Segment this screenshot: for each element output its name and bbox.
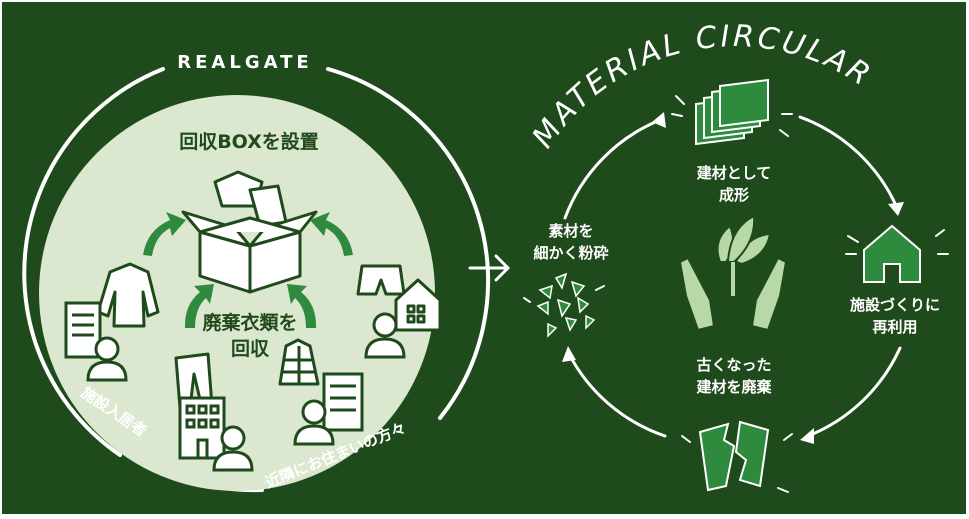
person-icon	[212, 425, 254, 472]
step-discard-line1: 古くなった	[696, 356, 771, 374]
arrow-icon	[468, 254, 510, 282]
jacket-icon	[278, 338, 320, 386]
realgate-section: REALGATE 回収BOXを設置 廃棄衣類を 回収	[22, 52, 491, 493]
collect-label-line1: 廃棄衣類を	[202, 311, 297, 334]
step-form-line2: 成形	[719, 186, 749, 204]
collect-label-line2: 回収	[231, 338, 270, 360]
step-discard-line2: 建材を廃棄	[696, 378, 772, 396]
broken-board-icon	[681, 420, 793, 493]
arrow-icon	[562, 112, 904, 444]
person-icon	[293, 399, 335, 446]
person-icon	[364, 312, 406, 359]
step-build-line2: 再利用	[872, 318, 917, 336]
box-of-clothes-icon	[181, 170, 318, 294]
step-build-line1: 施設づくりに	[850, 296, 940, 314]
crushed-pieces-icon	[523, 272, 605, 338]
arrow-icon	[143, 212, 353, 328]
outer-ring	[22, 67, 165, 457]
arc-top-left	[563, 118, 662, 220]
step-crush-line1: 素材を	[548, 222, 593, 240]
building-icon	[322, 372, 364, 432]
building-icon	[64, 301, 102, 359]
cycle-ring	[563, 115, 902, 438]
step-crush-line2: 細かく粉砕	[533, 244, 608, 262]
building-icon	[178, 396, 226, 460]
outer-ring-right	[326, 67, 491, 420]
arc-bottom-left	[566, 350, 667, 438]
realgate-title: REALGATE	[177, 52, 312, 73]
person-icon	[86, 336, 128, 382]
arc-bottom-right	[806, 346, 902, 438]
sweater-icon	[96, 262, 160, 328]
house-icon	[845, 224, 949, 283]
boxer-shorts-icon	[356, 264, 406, 296]
boards-icon	[671, 78, 793, 146]
hands-sprout-icon	[678, 214, 788, 332]
step-form-line1: 建材として	[697, 164, 772, 182]
arc-top-right	[798, 115, 900, 212]
collection-box-label: 回収BOXを設置	[179, 130, 319, 153]
